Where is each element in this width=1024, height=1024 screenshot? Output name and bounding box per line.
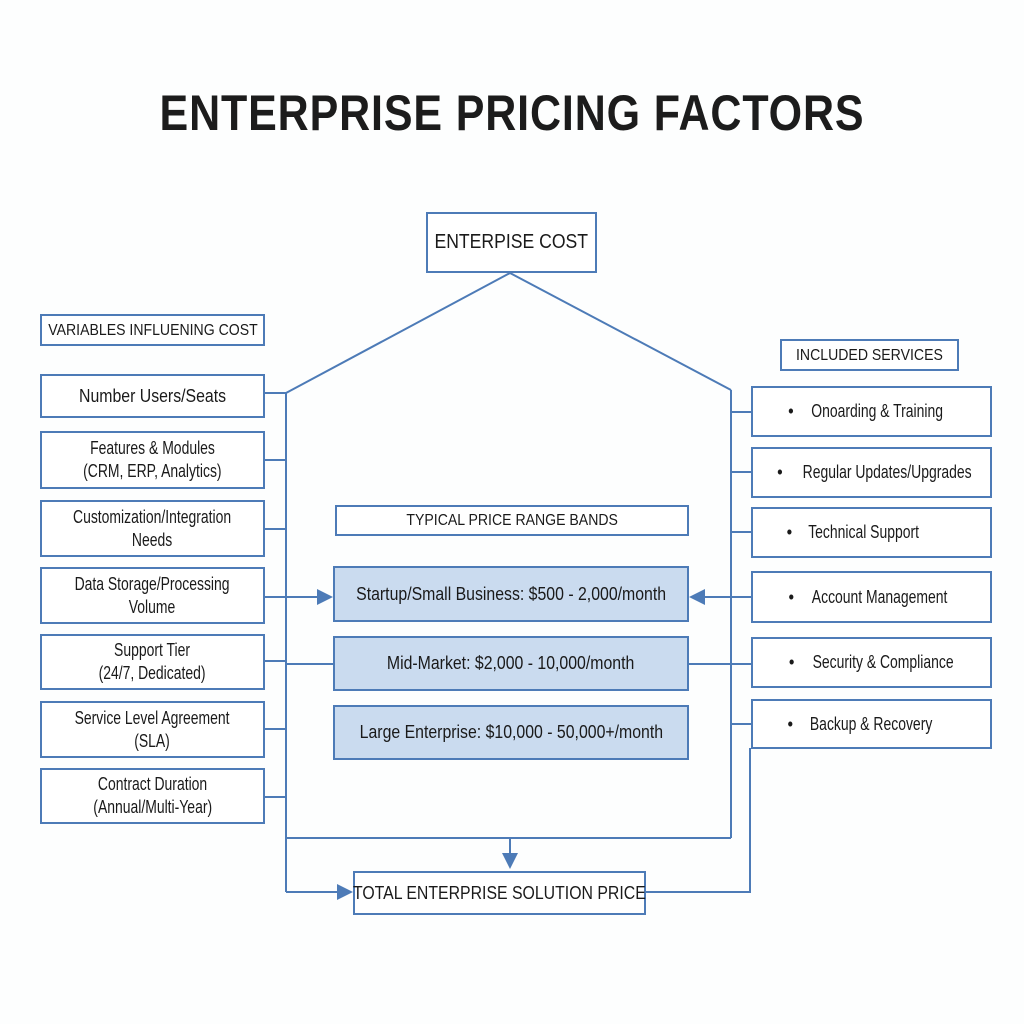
service-item: • Backup & Recovery xyxy=(751,699,992,749)
variable-box: Number Users/Seats xyxy=(40,374,265,418)
variable-box: Contract Duration(Annual/Multi-Year) xyxy=(40,768,265,824)
service-item: • Onoarding & Training xyxy=(751,386,992,437)
price-band: Startup/Small Business: $500 - 2,000/mon… xyxy=(333,566,689,622)
roof-line xyxy=(285,271,732,394)
variable-box: Service Level Agreement(SLA) xyxy=(40,701,265,758)
service-item: • Security & Compliance xyxy=(751,637,992,688)
page-title: ENTERPRISE PRICING FACTORS xyxy=(159,85,865,141)
price-band: Large Enterprise: $10,000 - 50,000+/mont… xyxy=(333,705,689,760)
total-price-node: TOTAL ENTERPRISE SOLUTION PRICE xyxy=(353,871,646,915)
price-band: Mid-Market: $2,000 - 10,000/month xyxy=(333,636,689,691)
services-header: INCLUDED SERVICES xyxy=(780,339,959,371)
service-item: • Account Management xyxy=(751,571,992,623)
service-item: • Technical Support xyxy=(751,507,992,558)
service-item: • Regular Updates/Upgrades xyxy=(751,447,992,498)
variables-header: VARIABLES INFLUENING COST xyxy=(40,314,265,346)
variable-box: Support Tier(24/7, Dedicated) xyxy=(40,634,265,690)
variable-box: Features & Modules(CRM, ERP, Analytics) xyxy=(40,431,265,489)
price-bands-header: TYPICAL PRICE RANGE BANDS xyxy=(335,505,689,536)
enterprise-cost-node: ENTERPISE COST xyxy=(426,212,597,273)
